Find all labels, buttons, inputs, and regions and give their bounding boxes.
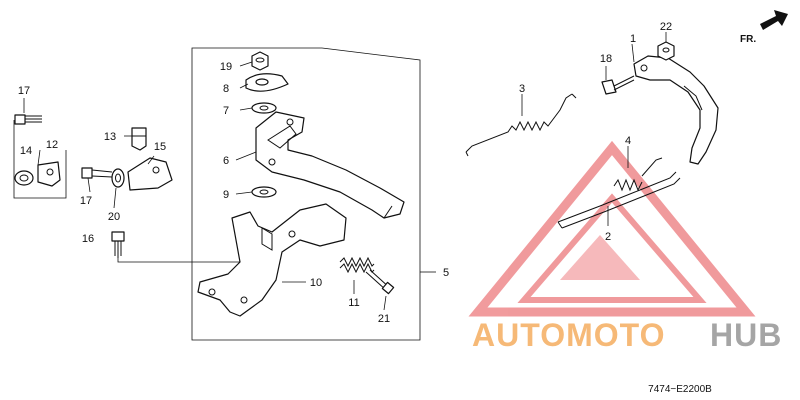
bracket-15 xyxy=(127,157,173,191)
lever-6 xyxy=(235,111,405,219)
assembly-5-frame xyxy=(191,47,421,341)
middle-left-subgroup xyxy=(81,127,240,263)
washer-7 xyxy=(239,102,277,114)
callout-11: 11 xyxy=(348,297,359,309)
screw-21 xyxy=(365,269,395,311)
callout-2: 2 xyxy=(605,231,611,243)
left-subgroup xyxy=(13,98,67,199)
watermark-text-part2: HUB xyxy=(710,317,782,353)
callout-17-left: 17 xyxy=(18,85,30,97)
callout-22: 22 xyxy=(660,21,672,33)
callout-13: 13 xyxy=(104,131,116,143)
callout-21: 21 xyxy=(378,313,390,325)
callout-4: 4 xyxy=(625,135,631,147)
base-plate-10 xyxy=(197,203,347,317)
washer-20 xyxy=(111,168,125,188)
nut-22 xyxy=(657,32,675,61)
callout-1: 1 xyxy=(630,33,636,45)
cable-2 xyxy=(557,171,681,229)
callout-6: 6 xyxy=(223,155,229,167)
bolt-17-middle xyxy=(81,167,113,179)
callout-5: 5 xyxy=(443,267,449,279)
callout-8: 8 xyxy=(223,83,229,95)
lever-1 xyxy=(631,43,719,165)
watermark-text-part1: AUTOMOTO xyxy=(472,317,665,353)
bolt-17-left xyxy=(14,114,42,125)
watermark-logo xyxy=(468,140,756,317)
callout-17-middle: 17 xyxy=(80,195,92,207)
callout-18: 18 xyxy=(600,53,612,65)
clip-13 xyxy=(131,127,147,151)
spring-11 xyxy=(339,256,375,294)
callout-3: 3 xyxy=(519,83,525,95)
bolt-16 xyxy=(111,231,125,258)
front-direction-label: FR. xyxy=(740,34,756,45)
callout-labels: 1 2 3 4 5 6 7 8 9 10 11 12 13 14 15 16 1… xyxy=(18,21,756,395)
watermark-text: AUTOMOTO HUB xyxy=(472,317,782,353)
cap-8 xyxy=(239,73,289,92)
callout-20: 20 xyxy=(108,211,120,223)
collar-18 xyxy=(601,66,635,95)
spring-4 xyxy=(613,146,663,192)
callout-9: 9 xyxy=(223,189,229,201)
callout-10: 10 xyxy=(310,277,322,289)
callout-14: 14 xyxy=(20,145,32,157)
callout-12: 12 xyxy=(46,139,58,151)
callout-15: 15 xyxy=(154,141,166,153)
callout-19: 19 xyxy=(220,61,232,73)
grommet-14 xyxy=(14,170,34,186)
washer-9 xyxy=(235,186,277,198)
front-direction-arrow-icon xyxy=(760,10,788,30)
diagram-code: 7474−E2200B xyxy=(648,384,712,395)
callout-7: 7 xyxy=(223,105,229,117)
callout-16: 16 xyxy=(82,233,94,245)
nut-19 xyxy=(239,51,269,71)
spring-3 xyxy=(465,93,577,157)
bracket-12 xyxy=(37,161,61,187)
